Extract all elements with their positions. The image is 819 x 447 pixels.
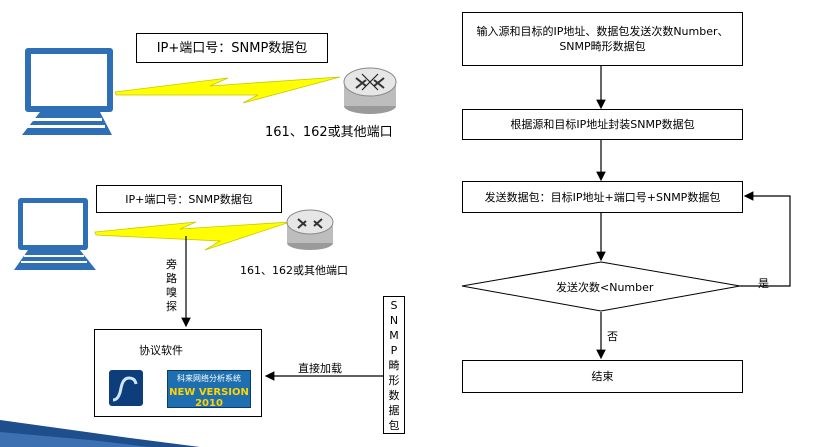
snmp-malformed-box: SNMP畸形数据包	[383, 296, 405, 434]
no-label: 否	[607, 330, 618, 343]
flow-step-input: 输入源和目标的IP地址、数据包发送次数Number、SNMP畸形数据包	[462, 12, 743, 66]
yes-label: 是	[758, 277, 769, 290]
sniff-label: 旁路嗅探	[166, 258, 177, 313]
ports-label: 161、162或其他端口	[240, 264, 348, 277]
direct-load-label: 直接加载	[298, 362, 342, 375]
flow-step-send: 发送数据包：目标IP地址+端口号+SNMP数据包	[462, 181, 743, 213]
lightning-icon	[94, 221, 291, 251]
flow-step-end: 结束	[462, 360, 743, 393]
software-logo-line1: 科来网络分析系统	[177, 374, 241, 383]
software-title: 协议软件	[139, 344, 183, 357]
flow-step-encapsulate: 根据源和目标IP地址封装SNMP数据包	[462, 109, 743, 140]
protocol-software-box: 协议软件 科来网络分析系统 NEW VERSION 2010	[94, 329, 262, 417]
packet-label-box: IP+端口号：SNMP数据包	[96, 185, 282, 213]
packet-label: IP+端口号：SNMP数据包	[125, 192, 253, 206]
snmp-malformed-label: SNMP畸形数据包	[388, 298, 400, 432]
ports-label: 161、162或其他端口	[265, 125, 393, 140]
packet-label-box: IP+端口号：SNMP数据包	[136, 33, 328, 63]
lightning-icon	[114, 76, 341, 104]
computer-icon	[14, 198, 96, 270]
packet-label: IP+端口号：SNMP数据包	[156, 40, 308, 56]
wireshark-icon	[109, 370, 143, 406]
software-logo: 科来网络分析系统 NEW VERSION 2010	[167, 370, 251, 409]
computer-icon	[22, 48, 113, 135]
decision-label: 发送次数<Number	[556, 281, 654, 294]
router-icon	[343, 67, 397, 114]
decision-diamond	[461, 261, 741, 312]
router-icon	[286, 209, 334, 250]
software-logo-line2: NEW VERSION 2010	[169, 387, 249, 409]
